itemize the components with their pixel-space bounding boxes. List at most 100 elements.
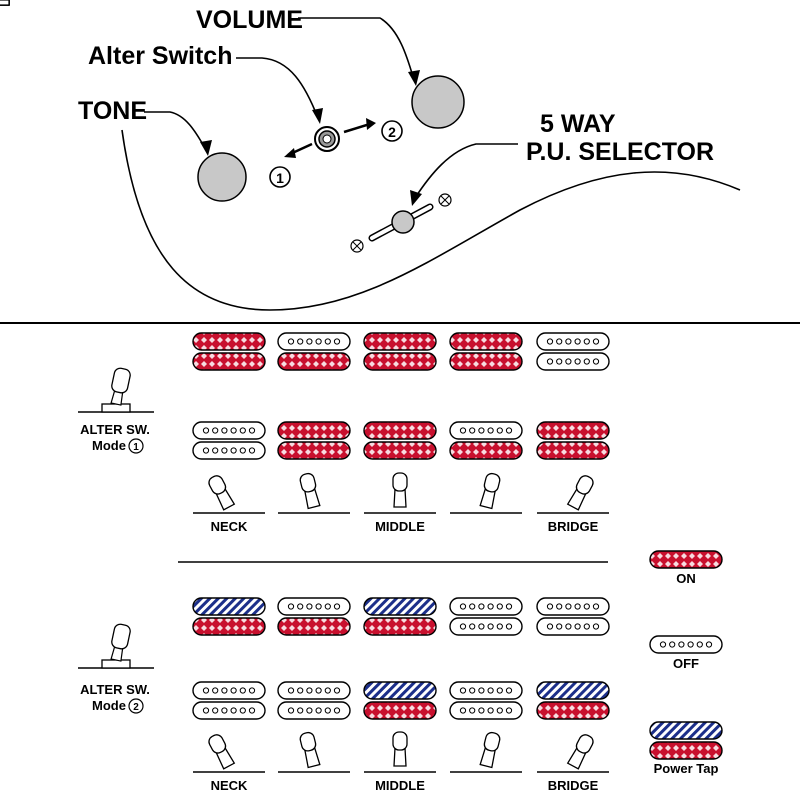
pickup-pos3-row1 bbox=[363, 332, 437, 371]
pickup-coil-bottom bbox=[363, 617, 437, 636]
pickup-pos2-row1 bbox=[277, 332, 351, 371]
pickup-pos5-row2 bbox=[536, 421, 610, 460]
legend-swatch bbox=[649, 550, 723, 569]
alter-switch-arrowhead bbox=[312, 108, 323, 124]
tone-arrowhead bbox=[200, 140, 212, 156]
mode2-number: 2 bbox=[133, 702, 139, 713]
volume-knob[interactable] bbox=[411, 75, 465, 129]
pickup-coil-bottom bbox=[536, 701, 610, 720]
alter-switch-label: Alter Switch bbox=[88, 42, 232, 70]
selector-position-icon bbox=[0, 0, 265, 773]
volume-arrowhead bbox=[408, 70, 420, 86]
position-label: BRIDGE bbox=[548, 778, 599, 793]
pickup-coil-bottom bbox=[363, 701, 437, 720]
pickup-coil-bottom bbox=[277, 441, 351, 460]
pickup-coil-top bbox=[536, 332, 610, 351]
pickup-coil-top bbox=[192, 681, 266, 700]
volume-label: VOLUME bbox=[196, 6, 303, 34]
pickup-pos1-row1 bbox=[192, 332, 266, 371]
selector-position-icon bbox=[0, 0, 609, 773]
position-1-arrow-icon bbox=[284, 142, 313, 158]
selector-position-icon bbox=[0, 0, 350, 773]
selector-leader bbox=[414, 143, 518, 199]
position-label: MIDDLE bbox=[375, 519, 425, 534]
position-2-arrow-icon bbox=[343, 118, 376, 134]
pickup-pos5-row2 bbox=[536, 681, 610, 720]
pickup-pos2-row2 bbox=[277, 421, 351, 460]
selector-label-line2: P.U. SELECTOR bbox=[526, 138, 714, 166]
position-label: BRIDGE bbox=[548, 519, 599, 534]
pickup-pos1-row2 bbox=[192, 681, 266, 720]
pickup-pos3-row1 bbox=[363, 597, 437, 636]
pickup-coil-bottom bbox=[536, 617, 610, 636]
tone-label: TONE bbox=[78, 97, 147, 125]
selector-arrowhead bbox=[410, 190, 422, 206]
pickup-coil-bottom bbox=[363, 352, 437, 371]
pickup-pos3-row2 bbox=[363, 421, 437, 460]
volume-leader bbox=[298, 17, 415, 81]
pickup-coil-top bbox=[363, 421, 437, 440]
mode1-number: 1 bbox=[133, 442, 139, 453]
pickup-coil-bottom bbox=[192, 701, 266, 720]
pickup-coil-top bbox=[536, 421, 610, 440]
pickup-pos3-row2 bbox=[363, 681, 437, 720]
pickup-coil-top bbox=[363, 597, 437, 616]
position-label: NECK bbox=[211, 519, 248, 534]
pickup-coil-top bbox=[192, 597, 266, 616]
pickup-coil-bottom bbox=[536, 352, 610, 371]
position-2-badge bbox=[381, 120, 403, 142]
pickup-coil-bottom bbox=[192, 352, 266, 371]
pickup-coil-top bbox=[363, 332, 437, 351]
legend-swatch bbox=[649, 741, 723, 760]
legend-item: Power Tap bbox=[649, 721, 723, 776]
pickup-coil-top bbox=[449, 597, 523, 616]
pickup-coil-bottom bbox=[363, 441, 437, 460]
pickup-pos1-row2 bbox=[192, 421, 266, 460]
pickup-coil-bottom bbox=[192, 617, 266, 636]
pickup-coil-bottom bbox=[449, 352, 523, 371]
mode1-switch-icon bbox=[78, 367, 154, 413]
pickup-pos4-row2 bbox=[449, 421, 523, 460]
pickup-coil-top bbox=[277, 421, 351, 440]
legend-swatch bbox=[649, 635, 723, 654]
pickup-coil-top bbox=[277, 681, 351, 700]
pickup-coil-top bbox=[277, 332, 351, 351]
five-way-selector[interactable] bbox=[368, 203, 434, 242]
tone-leader bbox=[144, 111, 207, 151]
mode2-mode-text: Mode bbox=[92, 698, 126, 713]
guitar-body-outline bbox=[121, 129, 741, 311]
pickup-pos4-row2 bbox=[449, 681, 523, 720]
mode1-label: ALTER SW. bbox=[80, 422, 150, 437]
pickup-coil-top bbox=[363, 681, 437, 700]
position-1-badge bbox=[269, 166, 291, 188]
mode2-switch-icon bbox=[78, 623, 154, 669]
position-label: MIDDLE bbox=[375, 778, 425, 793]
legend-item: OFF bbox=[649, 635, 723, 671]
pickup-coil-top bbox=[449, 332, 523, 351]
mode1-mode-text: Mode bbox=[92, 438, 126, 453]
tone-knob[interactable] bbox=[197, 152, 247, 202]
pickup-coil-bottom bbox=[536, 441, 610, 460]
position-1-number: 1 bbox=[276, 170, 284, 186]
screw-icon bbox=[438, 193, 452, 207]
alter-switch-leader bbox=[236, 57, 319, 119]
pickup-pos4-row1 bbox=[449, 597, 523, 636]
pickup-coil-top bbox=[277, 597, 351, 616]
pickup-coil-top bbox=[536, 597, 610, 616]
pickup-coil-bottom bbox=[277, 617, 351, 636]
pickup-pos4-row1 bbox=[449, 332, 523, 371]
pickup-coil-top bbox=[536, 681, 610, 700]
selector-position-icon bbox=[0, 0, 436, 773]
pickup-coil-top bbox=[449, 681, 523, 700]
pickup-pos1-row1 bbox=[192, 597, 266, 636]
alter-switch[interactable] bbox=[314, 126, 340, 152]
pickup-coil-bottom bbox=[449, 617, 523, 636]
screw-icon bbox=[350, 239, 364, 253]
pickup-pos5-row1 bbox=[536, 597, 610, 636]
pickup-coil-bottom bbox=[449, 441, 523, 460]
legend-swatch bbox=[649, 721, 723, 740]
selector-label-line1: 5 WAY bbox=[540, 110, 616, 138]
pickup-coil-top bbox=[449, 421, 523, 440]
pickup-coil-bottom bbox=[277, 352, 351, 371]
